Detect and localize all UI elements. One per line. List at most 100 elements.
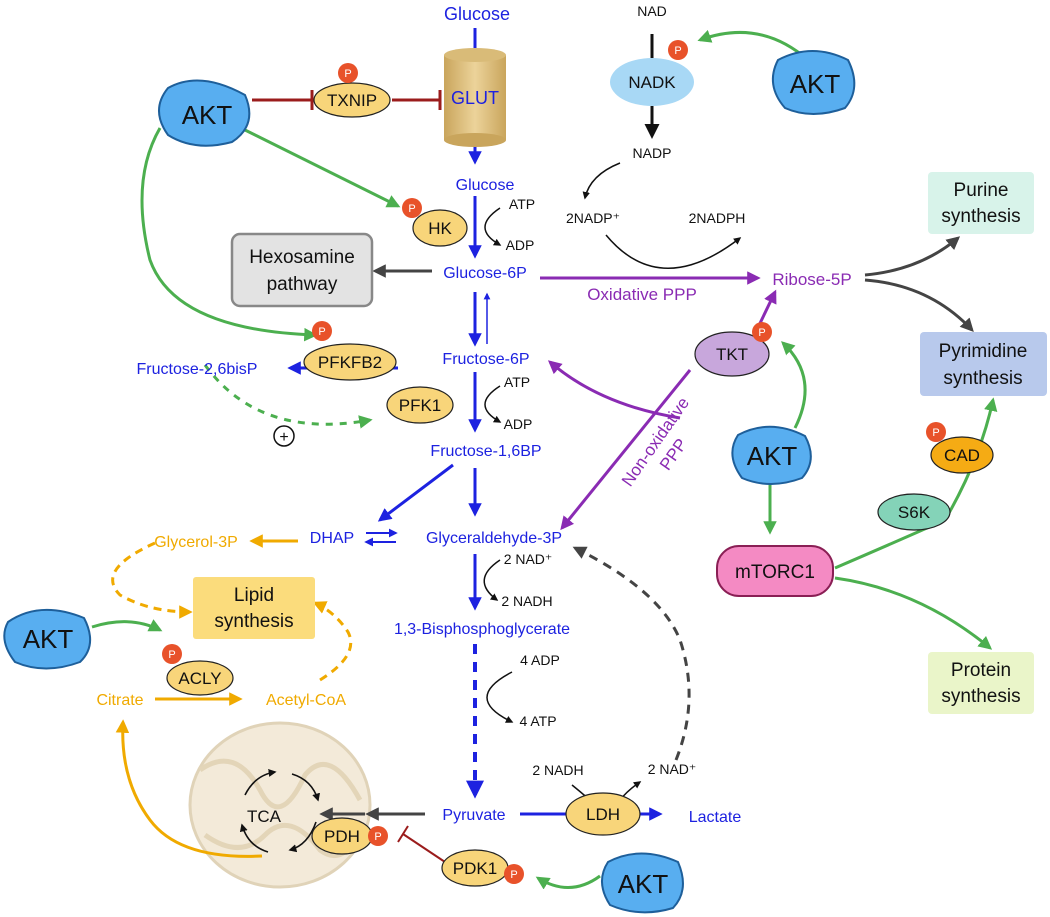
grey-arrows xyxy=(319,236,974,821)
phospho-label: P xyxy=(510,869,517,881)
nadh-label-g3p: 2 NADH xyxy=(501,593,552,609)
dhap-label: DHAP xyxy=(310,530,354,547)
nadk-label: NADK xyxy=(628,73,676,92)
acetyl-coa-label: Acetyl-CoA xyxy=(266,692,346,709)
enzyme-s6k: S6K xyxy=(877,493,951,531)
phospho-txnip: P xyxy=(338,63,358,83)
oxidative-ppp-label: Oxidative PPP xyxy=(587,285,697,304)
akt-node-top-right: AKT xyxy=(771,50,856,115)
enzyme-nadk: NADK xyxy=(610,58,694,106)
adp-label-1: ADP xyxy=(506,237,535,253)
hexosamine-line2: pathway xyxy=(267,274,338,295)
enzyme-cad: CAD xyxy=(930,436,994,474)
phospho-pfkfb2: P xyxy=(312,321,332,341)
nadp-plus-label: 2NADP⁺ xyxy=(566,210,620,226)
phospho-pdk1: P xyxy=(504,864,524,884)
nadh-label-ldh: 2 NADH xyxy=(532,762,583,778)
s6k-label: S6K xyxy=(898,503,931,522)
enzyme-mtorc1: mTORC1 xyxy=(716,545,834,597)
lipid-arrows xyxy=(111,534,353,858)
mitochondrion xyxy=(188,721,372,889)
phospho-pdh: P xyxy=(368,826,388,846)
tca-cycle xyxy=(239,768,320,853)
akt-node-top-left: AKT xyxy=(158,79,251,147)
hexosamine-line1: Hexosamine xyxy=(249,247,355,268)
acly-label: ACLY xyxy=(178,669,221,688)
inhibition-arrows xyxy=(252,90,446,863)
enzyme-acly: ACLY xyxy=(166,660,234,696)
cofactor-arrows xyxy=(483,162,742,805)
phospho-label: P xyxy=(932,427,939,439)
bisphosphoglycerate-label: 1,3-Bisphosphoglycerate xyxy=(394,621,570,638)
pdh-label: PDH xyxy=(324,827,360,846)
lipid-line2: synthesis xyxy=(214,611,293,632)
txnip-label: TXNIP xyxy=(327,91,377,110)
enzyme-ldh: LDH xyxy=(565,792,641,836)
enzyme-pdh: PDH xyxy=(311,817,373,855)
mtorc1-label: mTORC1 xyxy=(735,562,815,583)
phospho-label: P xyxy=(318,326,325,338)
pfk1-label: PFK1 xyxy=(399,396,442,415)
enzyme-pdk1: PDK1 xyxy=(441,849,509,887)
phospho-label: P xyxy=(408,203,415,215)
akt-label: AKT xyxy=(618,869,669,899)
phospho-cad: P xyxy=(926,422,946,442)
glucose-6p-label: Glucose-6P xyxy=(443,265,527,282)
lipid-synthesis-box: Lipid synthesis xyxy=(193,577,315,639)
lipid-line1: Lipid xyxy=(234,585,274,606)
akt-label: AKT xyxy=(790,69,841,99)
glucose-extracellular-label: Glucose xyxy=(444,4,510,24)
akt-label: AKT xyxy=(182,100,233,130)
pyruvate-label: Pyruvate xyxy=(442,807,505,824)
phospho-label: P xyxy=(344,68,351,80)
tkt-label: TKT xyxy=(716,345,748,364)
phospho-label: P xyxy=(374,831,381,843)
nad-plus-label-ldh: 2 NAD⁺ xyxy=(648,761,697,777)
phospho-tags: P P P P P P P P P xyxy=(162,40,946,884)
hk-label: HK xyxy=(428,219,452,238)
plus-label: + xyxy=(279,429,288,446)
phospho-nadk: P xyxy=(668,40,688,60)
glyceraldehyde-3p-label: Glyceraldehyde-3P xyxy=(426,530,562,547)
phospho-label: P xyxy=(674,45,681,57)
purine-line1: Purine xyxy=(954,180,1009,201)
pyrimidine-line2: synthesis xyxy=(943,368,1022,389)
akt-node-bottom: AKT xyxy=(601,852,684,914)
adp-label-2: ADP xyxy=(504,416,533,432)
cofactor-labels: NAD NADP 2NADP⁺ 2NADPH ATP ADP ATP ADP 2… xyxy=(501,3,745,778)
ppp-arrows xyxy=(540,271,777,531)
enzyme-pfk1: PFK1 xyxy=(386,386,454,424)
nad-plus-label-g3p: 2 NAD⁺ xyxy=(504,551,553,567)
pfkfb2-label: PFKFB2 xyxy=(318,353,382,372)
cad-label: CAD xyxy=(944,446,980,465)
glut-transporter: GLUT xyxy=(444,48,506,147)
pdk1-label: PDK1 xyxy=(453,859,497,878)
akt-label: AKT xyxy=(23,624,74,654)
adp-label-4: 4 ADP xyxy=(520,652,560,668)
akt-node-left: AKT xyxy=(3,609,91,670)
akt-label: AKT xyxy=(747,441,798,471)
citrate-label: Citrate xyxy=(96,692,143,709)
atp-label-2: ATP xyxy=(504,374,530,390)
atp-label-4: 4 ATP xyxy=(519,713,556,729)
enzyme-hk: HK xyxy=(412,209,468,247)
phospho-label: P xyxy=(168,649,175,661)
purine-synthesis-box: Purine synthesis xyxy=(928,172,1034,234)
glut-label: GLUT xyxy=(451,88,499,108)
enzyme-tkt: TKT xyxy=(694,331,770,377)
glucose-label: Glucose xyxy=(456,177,515,194)
akt-node-center-right: AKT xyxy=(731,425,812,485)
phospho-acly: P xyxy=(162,644,182,664)
glycerol-3p-label: Glycerol-3P xyxy=(154,534,238,551)
enzyme-pfkfb2: PFKFB2 xyxy=(303,343,397,381)
protein-line2: synthesis xyxy=(941,686,1020,707)
ppp-labels: Oxidative PPP Non-oxidative PPP xyxy=(587,285,697,490)
fructose-6p-label: Fructose-6P xyxy=(442,351,529,368)
ldh-label: LDH xyxy=(586,805,620,824)
phospho-label: P xyxy=(758,327,765,339)
purine-line2: synthesis xyxy=(941,206,1020,227)
pyrimidine-line1: Pyrimidine xyxy=(939,341,1028,362)
nadp-label: NADP xyxy=(633,145,672,161)
atp-label-1: ATP xyxy=(509,196,535,212)
